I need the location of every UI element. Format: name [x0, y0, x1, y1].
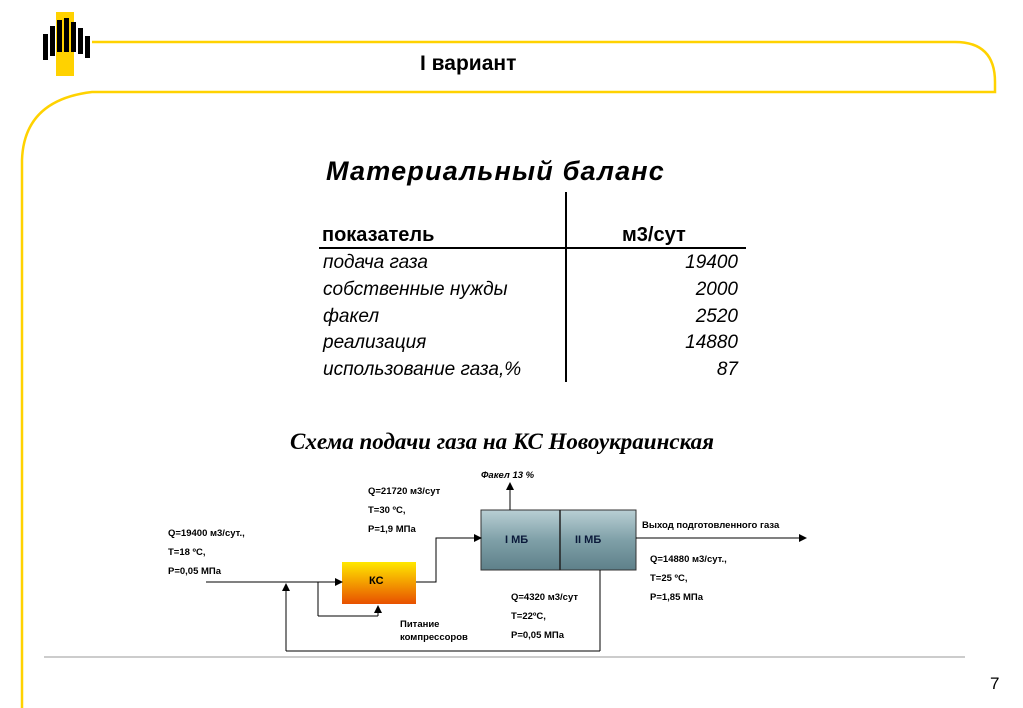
- frame-line: [20, 40, 997, 708]
- outlet-pressure: Р=1,85 МПа: [650, 592, 704, 603]
- compressor-feed-label: Питание компрессоров: [400, 618, 468, 644]
- company-logo-icon: [43, 12, 90, 76]
- table-row-value: 14880: [685, 332, 738, 353]
- bottom-out-params: Q=4320 м3/сут Т=22ºС, Р=0,05 МПа: [511, 588, 578, 645]
- inlet-temp: Т=18 ºС,: [168, 547, 206, 558]
- bottom-out-pressure: Р=0,05 МПа: [511, 630, 565, 641]
- table-header-indicator: показатель: [322, 224, 435, 246]
- table-row-label: собственные нужды: [323, 279, 508, 300]
- table-row-label: реализация: [323, 332, 427, 353]
- table-row-label: использование газа,%: [323, 359, 522, 380]
- bottom-out-flow: Q=4320 м3/сут: [511, 592, 578, 603]
- balance-title: Материальный баланс: [326, 156, 666, 186]
- outlet-label: Выход подготовленного газа: [642, 520, 780, 531]
- inlet-pressure: Р=0,05 МПа: [168, 566, 222, 577]
- table-row-value: 2520: [695, 306, 738, 327]
- compressor-out-temp: Т=30 ºС,: [368, 505, 406, 516]
- slide-title: I вариант: [420, 52, 517, 75]
- flow-lines: [206, 482, 807, 652]
- page-number: 7: [990, 674, 1000, 693]
- mb2-label: II МБ: [575, 534, 602, 546]
- outlet-temp: Т=25 ºС,: [650, 573, 688, 584]
- mb-box: [480, 509, 637, 571]
- mb1-label: I МБ: [505, 534, 529, 546]
- ks-box: [342, 562, 416, 604]
- scheme-title: Схема подачи газа на КС Новоукраинская: [290, 429, 715, 454]
- compressor-out-pressure: Р=1,9 МПа: [368, 524, 416, 535]
- table-row-value: 87: [716, 359, 738, 380]
- flare-label: Факел 13 %: [481, 470, 535, 481]
- feed-line-1: Питание: [400, 619, 440, 630]
- table-header-unit: м3/сут: [622, 224, 686, 246]
- table-row-label: факел: [323, 306, 380, 327]
- table-row-value: 2000: [695, 279, 738, 300]
- ks-label: КС: [369, 575, 384, 587]
- inlet-params: Q=19400 м3/сут., Т=18 ºС, Р=0,05 МПа: [168, 524, 245, 581]
- compressor-out-flow: Q=21720 м3/сут: [368, 486, 441, 497]
- outlet-params: Q=14880 м3/сут., Т=25 ºС, Р=1,85 МПа: [650, 550, 727, 607]
- compressor-out-params: Q=21720 м3/сут Т=30 ºС, Р=1,9 МПа: [368, 482, 440, 539]
- feed-line-2: компрессоров: [400, 632, 468, 643]
- table-row-value: 19400: [685, 252, 738, 273]
- outlet-flow: Q=14880 м3/сут.,: [650, 554, 727, 565]
- inlet-flow: Q=19400 м3/сут.,: [168, 528, 245, 539]
- table-row-label: подача газа: [323, 252, 428, 273]
- bottom-out-temp: Т=22ºС,: [511, 611, 546, 622]
